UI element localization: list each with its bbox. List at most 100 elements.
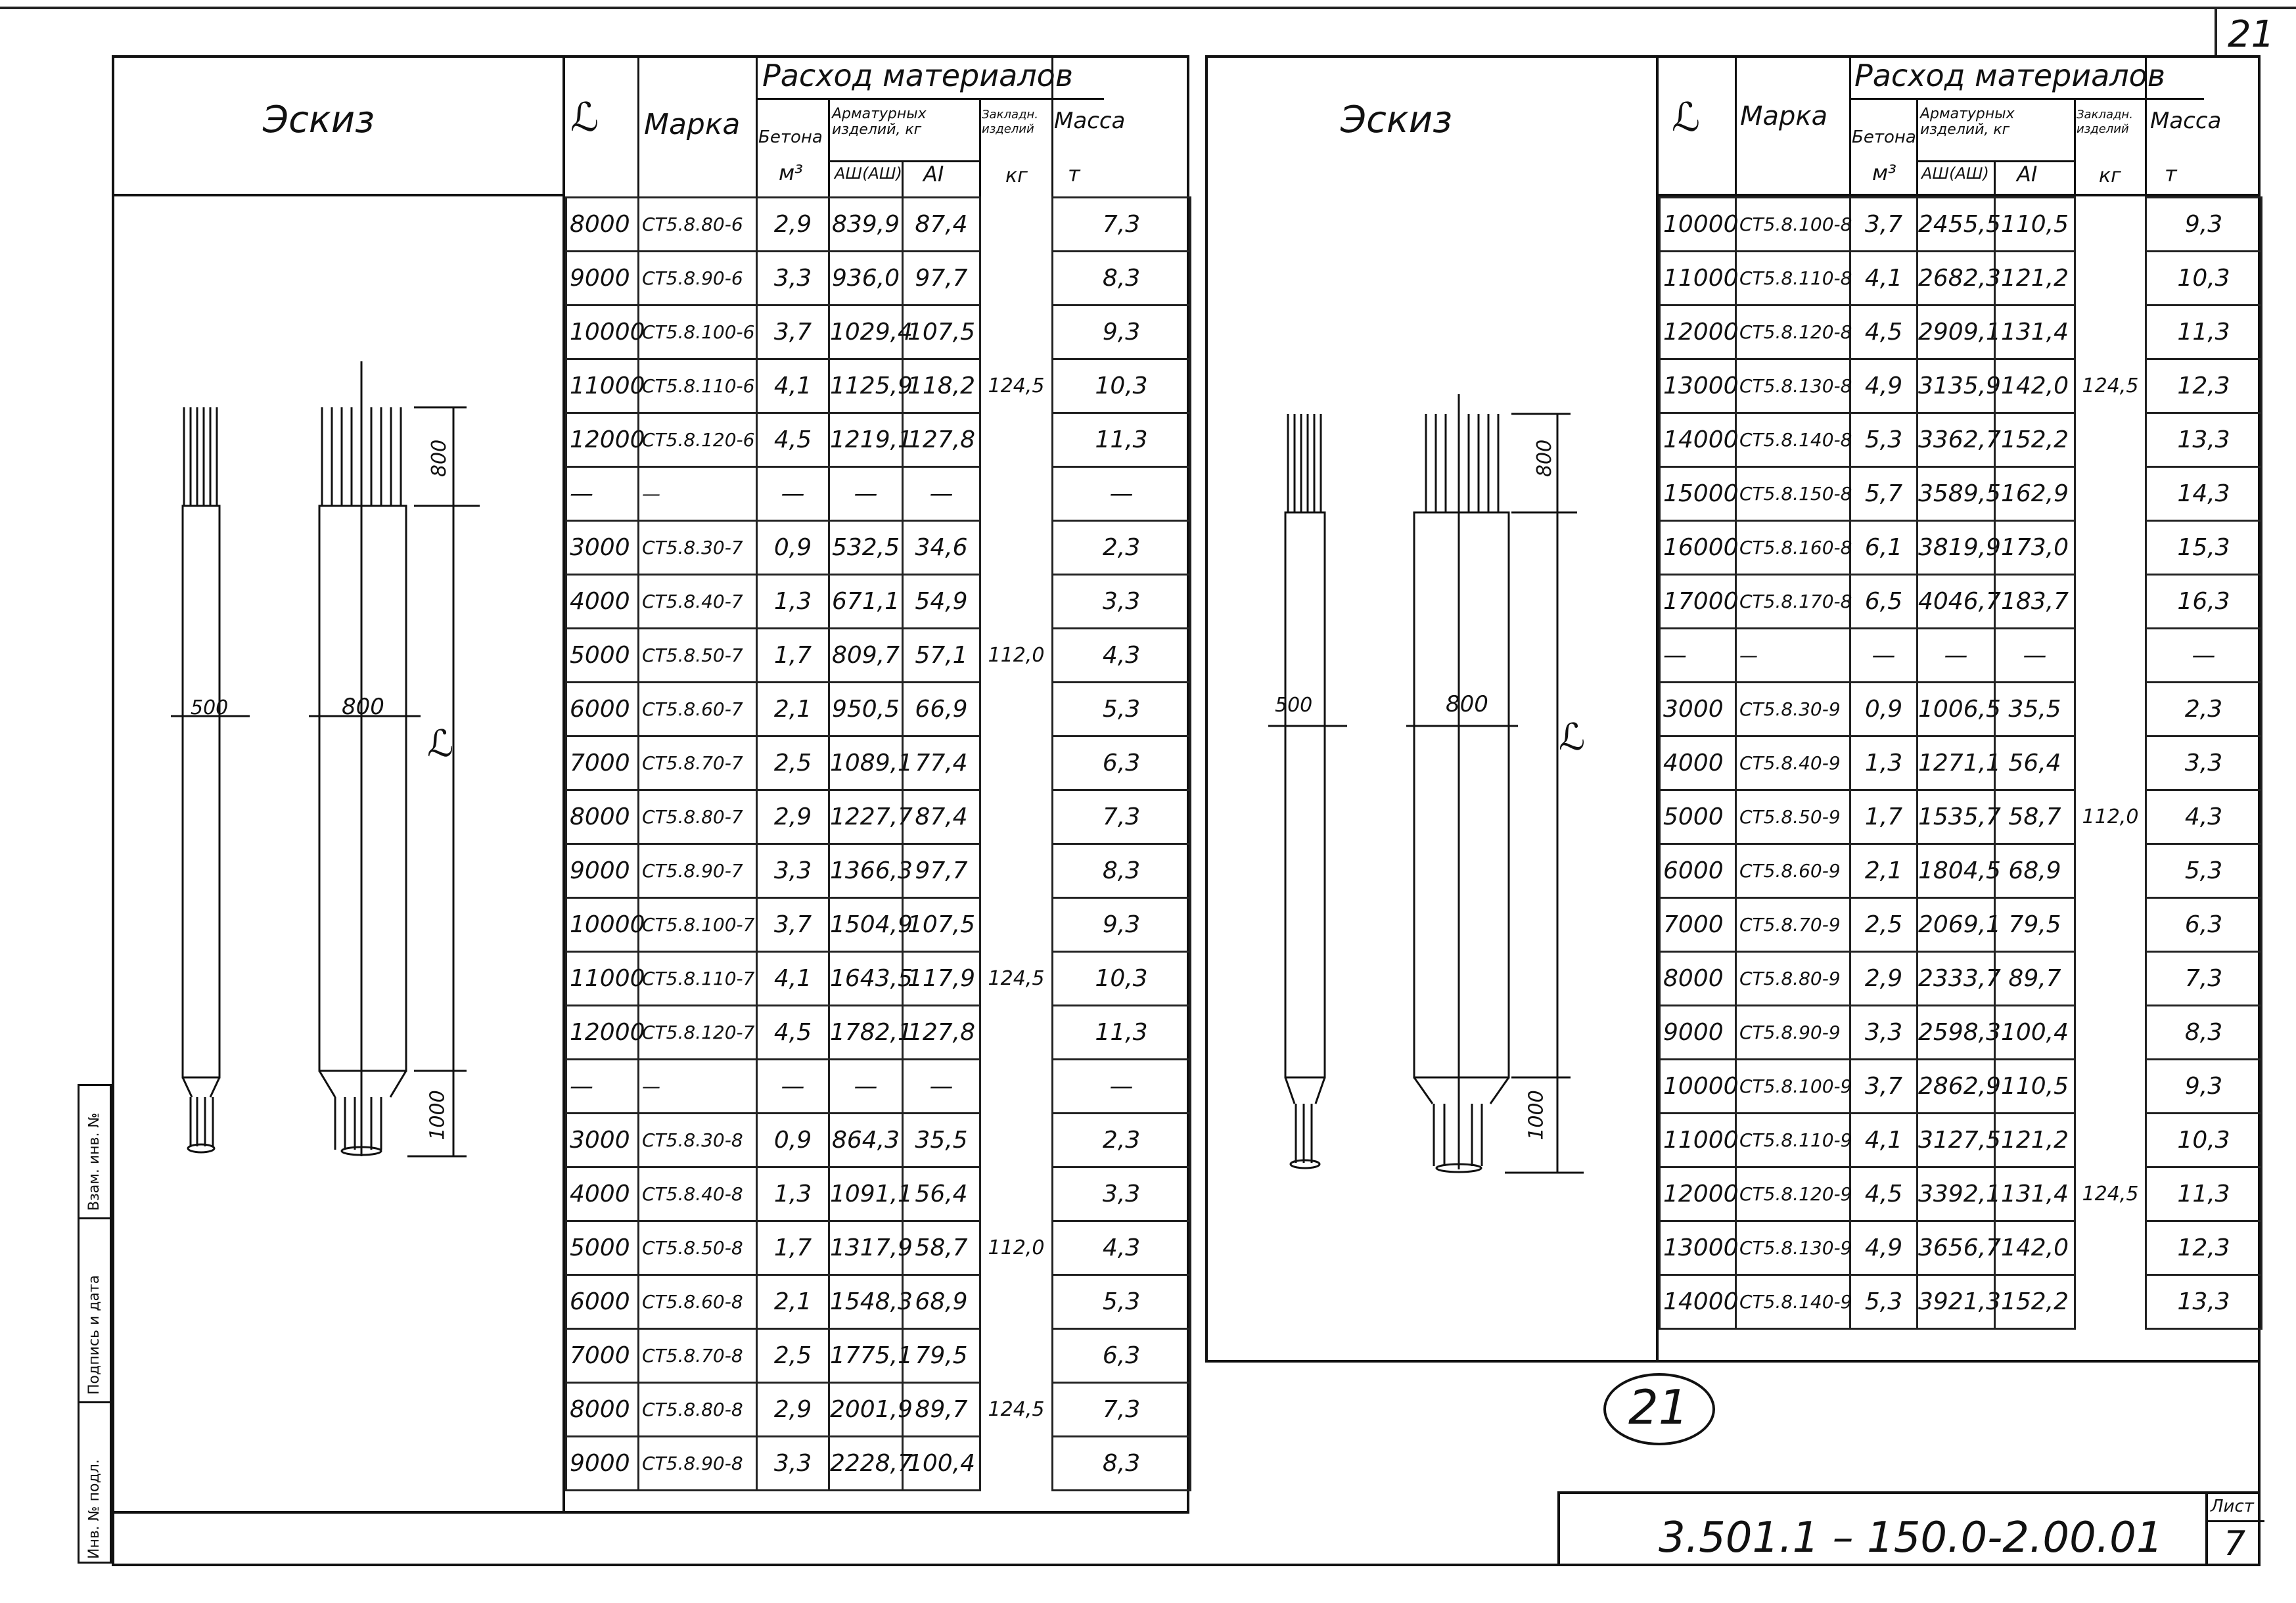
right-unit-a3: АШ(АШ): [1921, 164, 1989, 183]
right-header-consumption: Расход материалов: [1854, 58, 2165, 93]
concrete-cell: 0,9: [756, 520, 830, 576]
side-label-inv: Инв. № подл.: [86, 1459, 103, 1559]
length-cell: 12000: [1659, 1166, 1739, 1222]
mass-cell: 8,3: [2145, 1005, 2262, 1060]
left-header-consumption: Расход материалов: [762, 58, 1073, 93]
embed-cell: [979, 466, 1053, 521]
embed-cell: 124,5: [979, 951, 1053, 1006]
mark-cell: СТ5.8.70-9: [1735, 897, 1851, 953]
embed-cell: [2074, 1275, 2147, 1329]
rebar-a3-cell: 1643,5: [828, 951, 913, 1006]
length-cell: 12000: [1659, 304, 1739, 360]
rebar-a1-cell: 131,4: [1994, 1166, 2076, 1222]
mark-cell: СТ5.8.80-6: [637, 196, 758, 252]
rebar-a1-cell: 142,0: [1994, 1220, 2076, 1276]
concrete-cell: —: [756, 1058, 830, 1114]
embed-cell: [2074, 251, 2147, 305]
length-cell: 7000: [565, 1328, 639, 1384]
mass-cell: 10,3: [1051, 358, 1191, 414]
mark-cell: СТ5.8.120-7: [637, 1005, 758, 1060]
mass-cell: 9,3: [2145, 1058, 2262, 1114]
left-header-L: ℒ: [570, 95, 599, 141]
rebar-a3-cell: 3135,9: [1916, 358, 2001, 414]
concrete-cell: —: [756, 466, 830, 522]
left-dim-len: ℒ: [427, 723, 454, 765]
left-header-embed: Закладн. изделий: [982, 108, 1038, 136]
embed-cell: [2074, 897, 2147, 952]
rebar-a1-cell: 173,0: [1994, 520, 2076, 576]
length-cell: 6000: [565, 681, 639, 737]
length-cell: 13000: [1659, 358, 1739, 414]
mark-cell: СТ5.8.170-8: [1735, 574, 1852, 629]
rebar-a1-cell: 87,4: [902, 196, 981, 252]
rebar-a1-cell: 121,2: [1994, 250, 2076, 306]
mass-cell: —: [1051, 1058, 1191, 1114]
mark-cell: СТ5.8.90-7: [637, 843, 758, 899]
embed-cell: [979, 1113, 1053, 1167]
mass-cell: 4,3: [1051, 627, 1191, 683]
right-sketch-drawing: [1268, 394, 1584, 1174]
embed-cell: [979, 197, 1053, 252]
length-cell: —: [565, 466, 639, 522]
length-cell: 11000: [1659, 250, 1739, 306]
concrete-cell: 2,1: [1849, 843, 1918, 899]
rebar-a3-cell: 2228,7: [828, 1435, 913, 1491]
left-sketch-drawing: [171, 361, 480, 1158]
rebar-a3-cell: 1219,1: [828, 412, 913, 468]
left-header: ℒ Марка Расход материалов Бетона Арматур…: [565, 55, 1189, 196]
left-dim-bottom: 1000: [426, 1090, 449, 1140]
mass-cell: 6,3: [2145, 897, 2262, 953]
concrete-cell: 3,7: [756, 304, 830, 360]
length-cell: 9000: [565, 1435, 639, 1491]
mark-cell: СТ5.8.130-8: [1735, 358, 1852, 414]
mark-cell: —: [1735, 627, 1851, 683]
concrete-cell: 4,9: [1849, 1220, 1918, 1276]
embed-cell: [979, 1167, 1053, 1221]
mass-cell: 11,3: [1051, 412, 1191, 468]
rebar-a1-cell: 68,9: [1994, 843, 2076, 899]
concrete-cell: 2,5: [756, 1328, 830, 1384]
rebar-a1-cell: 97,7: [902, 843, 981, 899]
length-cell: 9000: [565, 250, 639, 306]
concrete-cell: 5,7: [1849, 466, 1918, 522]
rebar-a1-cell: 87,4: [902, 789, 981, 845]
rebar-a1-cell: —: [1994, 627, 2076, 683]
left-header-rebar: Арматурных изделий, кг: [832, 106, 927, 138]
concrete-cell: 2,9: [1849, 951, 1918, 1006]
rebar-a3-cell: 1535,7: [1916, 789, 2001, 845]
right-header-concrete: Бетона: [1852, 127, 1916, 147]
top-border: [0, 7, 2296, 9]
mark-cell: СТ5.8.40-8: [637, 1166, 758, 1222]
mark-cell: СТ5.8.130-9: [1735, 1220, 1852, 1276]
title-block: 3.501.1 – 150.0-2.00.01 Лист 7: [1557, 1491, 2264, 1566]
rebar-a3-cell: 1125,9: [828, 358, 913, 414]
length-cell: 4000: [565, 574, 639, 629]
mass-cell: 16,3: [2145, 574, 2262, 629]
embed-cell: [979, 574, 1053, 629]
concrete-cell: 4,5: [756, 1005, 830, 1060]
rebar-a1-cell: 100,4: [902, 1435, 981, 1491]
side-label-sign: Подпись и дата: [86, 1275, 103, 1395]
embed-cell: [979, 413, 1053, 467]
left-header-mass: Масса: [1054, 108, 1126, 134]
concrete-cell: 4,1: [1849, 1112, 1918, 1168]
rebar-a1-cell: 152,2: [1994, 1274, 2076, 1330]
concrete-cell: 2,5: [756, 735, 830, 791]
length-cell: 10000: [1659, 196, 1739, 252]
embed-cell: 124,5: [979, 359, 1053, 413]
embed-cell: [2074, 1221, 2147, 1275]
mass-cell: 5,3: [1051, 681, 1191, 737]
